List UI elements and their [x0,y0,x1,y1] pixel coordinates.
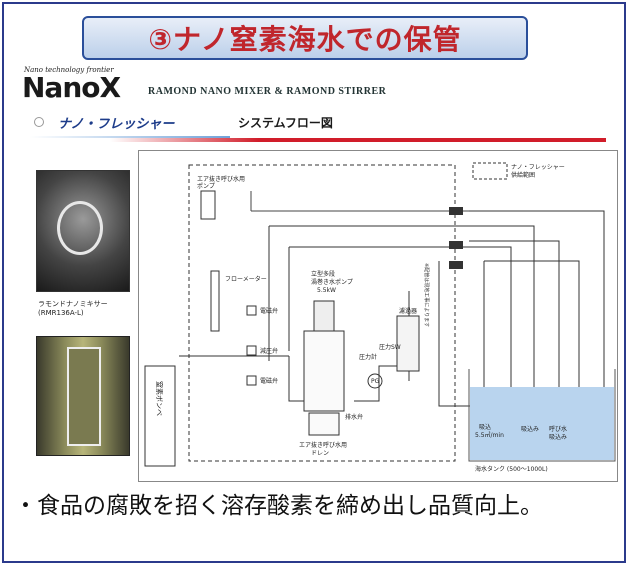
page-title: ③ナノ窒素海水での保管 [148,23,462,56]
pg-label: PG [371,378,380,385]
pump-base [308,412,340,436]
legend-box [472,162,508,180]
drain-label: エア抜き呼び水用 [299,441,347,449]
pipe-note: ※配管は現地工事によります [423,263,430,327]
seawater-tank [468,369,616,462]
pump-label: 立型多段 [311,270,335,278]
connector [449,241,463,249]
flow-svg: ナノ・フレッシャー 供給範囲 エア抜き呼び水用 ポンプ フローメーター 電磁弁 … [144,162,616,473]
accent-line-blue [30,136,230,138]
section-subtitle: システムフロー図 [238,116,333,130]
solenoid-valve [246,375,257,386]
bullet-circle-icon [34,117,44,127]
reducing-valve [246,345,257,356]
air-pump [200,190,216,220]
brand-subtitle: RAMOND NANO MIXER & RAMOND STIRRER [148,86,387,97]
tank-water [470,387,614,460]
flowmeter [210,270,220,332]
filter-vessel [396,315,420,372]
filter-label: 濾過器 [399,307,417,315]
pipe-line [289,246,512,391]
system-flow-diagram: ナノ・フレッシャー 供給範囲 エア抜き呼び水用 ポンプ フローメーター 電磁弁 … [138,150,618,482]
connector [449,207,463,215]
mixer-photo [36,170,130,292]
gauge-label: 圧力計 [359,353,377,361]
supply-range-box [188,164,456,462]
drain-label: ドレン [311,450,329,457]
pipe-line [484,260,580,411]
pg-gauge [367,373,383,389]
section-name: ナノ・フレッシャー [58,117,175,132]
pipe-line [469,240,560,391]
pump-motor [313,300,335,332]
highlight-ring [57,201,103,255]
legend-text: ナノ・フレッシャー [511,164,565,171]
brand-tagline: Nano technology frontier [24,66,114,74]
brand-logo: NanoX [22,71,121,104]
pipe-line [469,225,535,391]
flowmeter-label: フローメーター [225,275,267,283]
gas-label: 窒素ボンベ [155,381,164,416]
tank-label: 呼び水 [549,425,567,433]
filter-tube [67,347,101,446]
tank-label: 吸込み [521,425,539,433]
filter-photo [36,336,130,456]
connector [449,261,463,269]
legend-text: 供給範囲 [511,171,535,179]
photo-caption-line: (RMR136A-L) [38,309,84,317]
pipe-line [438,261,484,407]
solenoid-valve [246,305,257,316]
pipe-line [250,191,469,212]
pump-label: 5.5kW [317,287,336,294]
pump-label: 渦巻き水ポンプ [311,278,353,286]
tank-label: 吸込 [479,423,491,431]
photo-caption-line: ラモンドナノミキサー [38,300,108,308]
tank-name: 海水タンク (500〜1000L) [475,465,548,473]
tank-label: 吸込み [549,433,567,441]
photo-caption: ラモンドナノミキサー (RMR136A-L) [38,300,108,318]
pipe-line [469,210,605,391]
tank-label: 5.5㎥/min [475,431,504,439]
valve-label: 電磁弁 [260,307,278,315]
slide-frame [2,2,626,563]
pipe-connectors [449,207,463,269]
main-pump [303,330,345,412]
drain-valve-label: 排水弁 [345,413,363,421]
summary-text: ・食品の腐敗を招く溶存酸素を締め出し品質向上。 [14,493,543,519]
nitrogen-bottle [144,365,176,467]
valve-label: 電磁弁 [260,377,278,385]
air-pump-label: エア抜き呼び水用 [197,175,245,183]
title-banner: ③ナノ窒素海水での保管 [82,16,528,60]
pipe-line [354,365,399,402]
valve-label: 減圧弁 [260,347,278,355]
air-pump-label: ポンプ [197,182,215,190]
accent-line-red [110,138,606,142]
pressure-sw-label: 圧力SW [379,343,401,351]
